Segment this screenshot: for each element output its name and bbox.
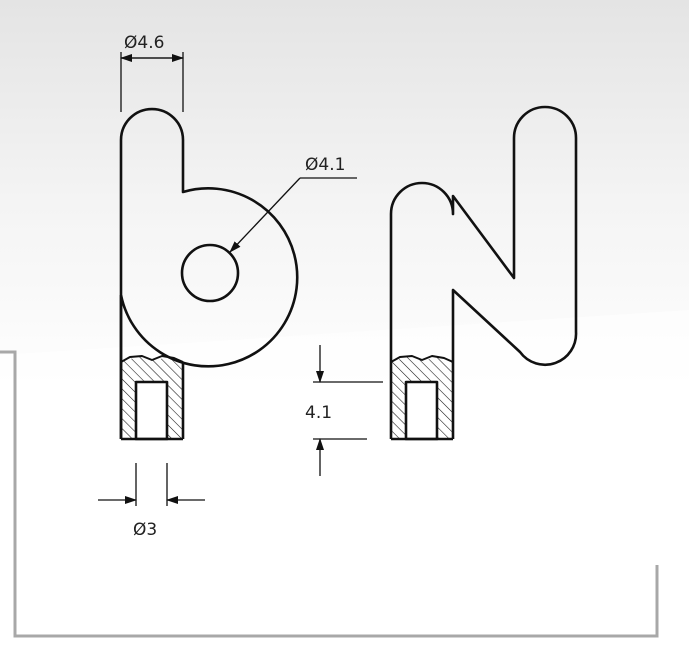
left-section-bore	[134, 380, 169, 441]
dim-top-diameter	[120, 52, 184, 112]
dim-bottom-diameter	[98, 463, 205, 506]
dim-hole-diameter	[229, 177, 357, 253]
sheet-background	[0, 310, 689, 672]
sheet-frame	[0, 350, 659, 638]
right-section-bore	[404, 380, 439, 441]
left-body-outline	[119, 107, 299, 439]
dim-top-diameter-label: Ø4.6	[124, 33, 164, 53]
left-part	[119, 107, 299, 441]
dim-bottom-diameter-label: Ø3	[133, 520, 157, 540]
right-break-line	[390, 355, 454, 363]
ring-hole	[180, 243, 240, 303]
left-break-line	[120, 355, 184, 363]
dim-hole-diameter-label: Ø4.1	[305, 155, 345, 175]
dim-height-label: 4.1	[305, 403, 332, 423]
dim-height	[313, 345, 383, 476]
right-part	[389, 105, 578, 441]
right-body-outline	[389, 105, 578, 439]
